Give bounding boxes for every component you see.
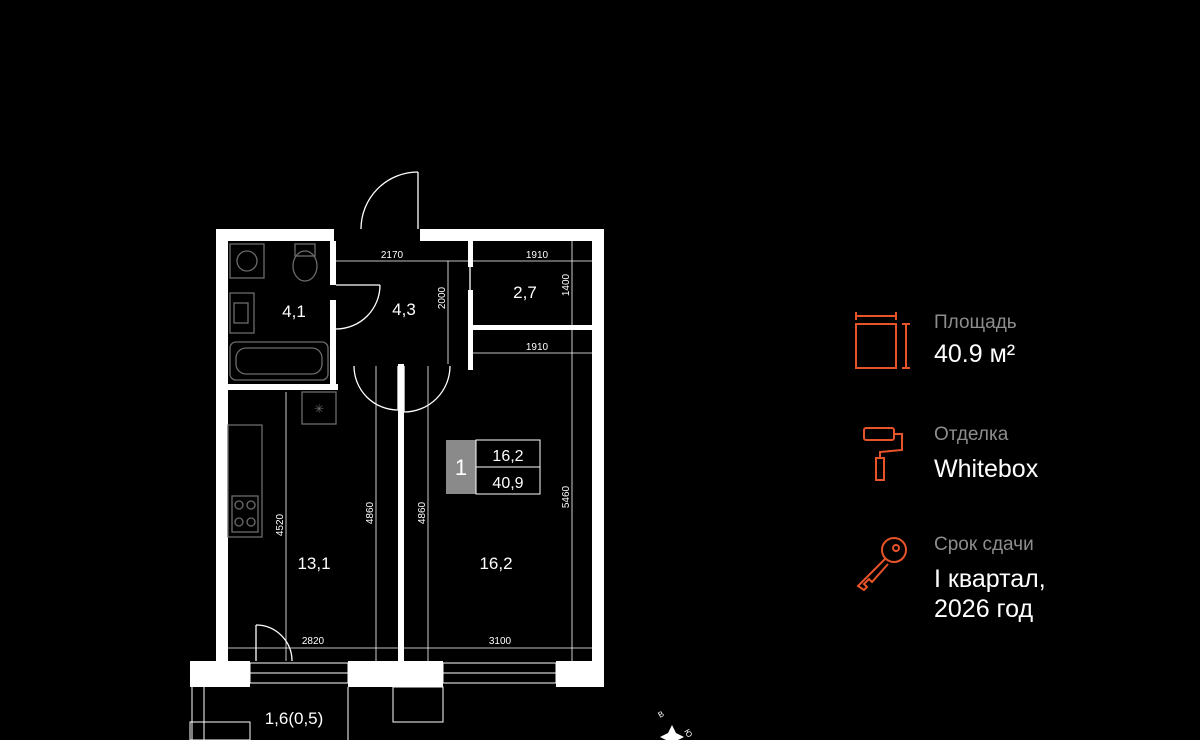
badge-living-area: 16,2 xyxy=(492,448,523,465)
balcony xyxy=(189,686,444,740)
room-area-storage: 2,7 xyxy=(513,283,537,302)
dim-hall-height: 2000 xyxy=(437,286,448,309)
badge-rooms: 1 xyxy=(455,455,467,480)
stove-icon xyxy=(231,495,259,533)
room-area-hall: 4,3 xyxy=(392,300,416,319)
area-icon xyxy=(855,312,910,369)
delivery-value-line1: I квартал, xyxy=(934,565,1046,593)
dim-kitchen-depth: 4860 xyxy=(365,501,376,524)
floor-plan: ✳ 2170 1910 1400 2000 1910 4520 4860 486… xyxy=(189,171,694,740)
dim-kitchen-width: 2820 xyxy=(302,636,325,647)
finish-value: Whitebox xyxy=(934,455,1039,483)
area-value: 40.9 м² xyxy=(934,340,1016,368)
info-area: Площадь 40.9 м² xyxy=(850,308,1190,378)
sink-icon xyxy=(229,292,255,334)
windows xyxy=(249,662,557,684)
svg-text:✳: ✳ xyxy=(314,402,324,416)
dimension-lines xyxy=(228,241,592,661)
apartment-badge: 1 16,2 40,9 xyxy=(446,439,541,495)
compass-icon: В Ю xyxy=(657,709,694,740)
room-area-kitchen: 13,1 xyxy=(297,554,330,573)
washer-icon xyxy=(229,243,265,279)
info-finish: Отделка Whitebox xyxy=(850,420,1190,490)
paint-roller-icon xyxy=(863,427,903,481)
dim-storage-width-top: 1910 xyxy=(526,250,549,261)
dim-bedroom-width: 3100 xyxy=(489,636,512,647)
delivery-value-line2: 2026 год xyxy=(934,595,1034,623)
dim-hall-width: 2170 xyxy=(381,250,404,261)
key-icon xyxy=(856,537,907,592)
compass-south: Ю xyxy=(682,728,694,740)
dim-bedroom-width-top: 1910 xyxy=(526,342,549,353)
compass-east: В xyxy=(657,709,666,719)
kitchen-counter xyxy=(227,424,263,538)
room-area-bedroom: 16,2 xyxy=(479,554,512,573)
room-area-bathroom: 4,1 xyxy=(282,302,306,321)
delivery-label: Срок сдачи xyxy=(934,534,1034,555)
bathtub-icon xyxy=(229,341,329,381)
dim-storage-height: 1400 xyxy=(561,273,572,296)
finish-label: Отделка xyxy=(934,424,1009,445)
info-delivery: Срок сдачи I квартал, 2026 год xyxy=(850,530,1190,630)
toilet-icon xyxy=(294,243,316,257)
dim-bedroom-depth: 4860 xyxy=(417,501,428,524)
room-area-balcony: 1,6(0,5) xyxy=(265,709,324,728)
boiler-icon xyxy=(301,391,337,425)
walls xyxy=(190,229,604,687)
fixtures: ✳ xyxy=(227,243,337,538)
doors xyxy=(255,171,471,662)
badge-total-area: 40,9 xyxy=(492,475,523,492)
dim-bedroom-height: 5460 xyxy=(561,485,572,508)
area-label: Площадь xyxy=(934,312,1017,333)
dim-kitchen-height: 4520 xyxy=(275,513,286,536)
